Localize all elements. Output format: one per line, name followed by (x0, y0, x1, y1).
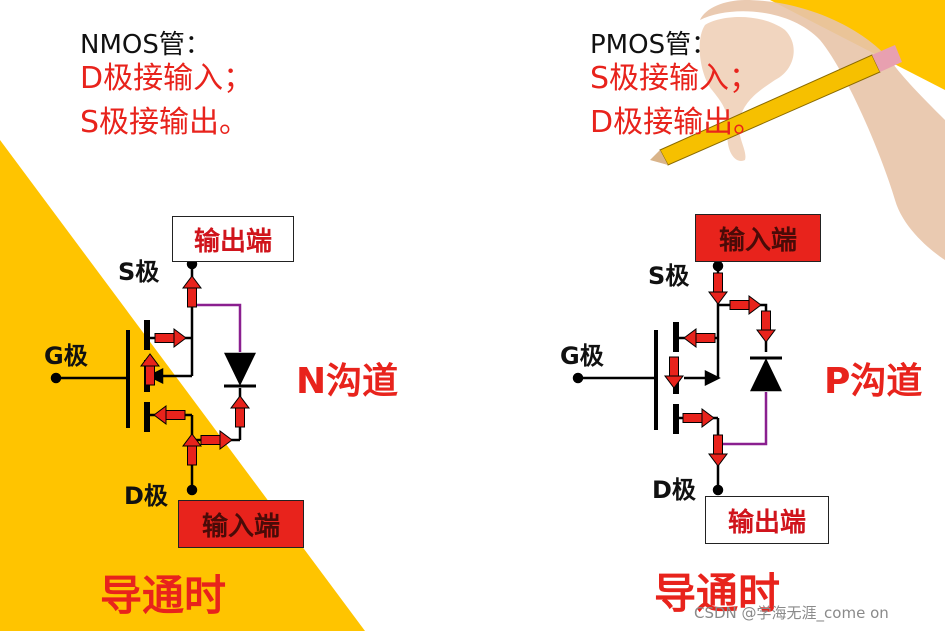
pmos-gate-label: G极 (560, 342, 604, 370)
nmos-rule-line-2: S极接输出。 (80, 105, 250, 140)
pmos-current-arrows (664, 272, 776, 467)
pmos-bottom-terminal-box: 输出端 (705, 496, 829, 544)
nmos-source-label: S极 (118, 258, 160, 286)
pmos-source-label: S极 (648, 262, 690, 290)
pmos-drain-label: D极 (652, 476, 696, 504)
pmos-rule-line-2: D极接输出。 (590, 105, 764, 140)
hand-pencil-illustration (650, 0, 945, 260)
pmos-title: PMOS管： (590, 30, 718, 60)
pmos-top-terminal-box: 输入端 (695, 214, 821, 262)
nmos-drain-label: D极 (124, 482, 168, 510)
nmos-gate-label: G极 (44, 342, 88, 370)
pmos-state-label: 导通时 (654, 569, 781, 618)
pmos-circuit (572, 260, 782, 496)
pmos-rule-line-1: S极接输入； (590, 61, 760, 96)
nmos-bottom-terminal-box: 输入端 (178, 500, 304, 548)
pmos-channel-label: P沟道 (824, 361, 923, 402)
watermark-text: CSDN @学海无涯_come on (694, 604, 889, 622)
nmos-rule-line-1: D极接输入； (80, 61, 254, 96)
nmos-channel-label: N沟道 (296, 361, 399, 402)
nmos-state-label: 导通时 (100, 571, 227, 620)
nmos-top-terminal-box: 输出端 (172, 216, 294, 262)
nmos-title: NMOS管： (80, 30, 211, 60)
